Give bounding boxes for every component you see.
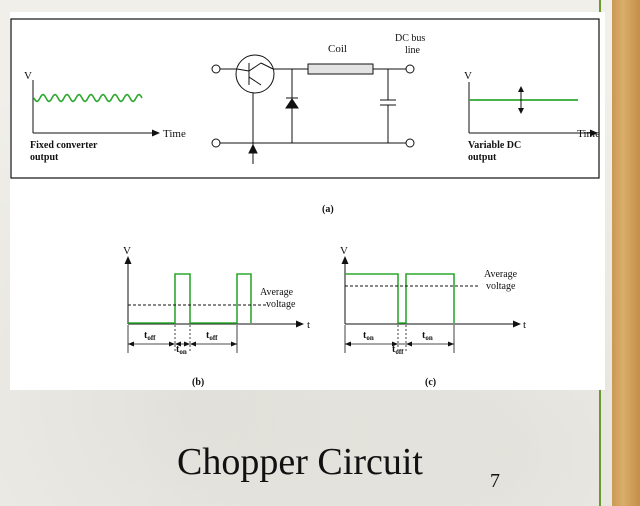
output-caption-line1: Variable DC bbox=[468, 140, 521, 151]
chopper-diagram: V Time Fixed converter output bbox=[10, 18, 600, 388]
transistor-symbol bbox=[235, 54, 275, 94]
slide-title: Chopper Circuit bbox=[177, 441, 423, 483]
chopper-circuit bbox=[211, 54, 415, 164]
waveform-c: V t Average voltage ton toff ton (c) bbox=[340, 245, 526, 388]
time-label-right: Time bbox=[577, 128, 600, 140]
accent-line-mask bbox=[597, 12, 605, 390]
dc-bus-terminal-top bbox=[405, 64, 415, 74]
time-label-left: Time bbox=[163, 128, 186, 140]
b-pulse-waveform bbox=[128, 273, 252, 324]
b-t-off-2: toff bbox=[206, 330, 218, 342]
c-average-label-1: Average bbox=[484, 269, 518, 280]
b-t-label: t bbox=[307, 319, 310, 331]
gate-drive-arrow bbox=[248, 143, 258, 154]
c-average-label-2: voltage bbox=[486, 281, 516, 292]
dc-bus-terminal-bottom bbox=[405, 138, 415, 148]
figure-a-frame bbox=[10, 18, 600, 179]
time-arrow-left bbox=[152, 129, 160, 137]
c-t-on-1: ton bbox=[363, 330, 374, 342]
coil-inductor bbox=[307, 63, 374, 75]
figure-c-label: (c) bbox=[425, 377, 436, 388]
output-caption-line2: output bbox=[468, 152, 497, 163]
coil-label: Coil bbox=[328, 43, 347, 55]
chopper-figure-panel: V Time Fixed converter output bbox=[10, 12, 600, 390]
b-t-off-1: toff bbox=[144, 330, 156, 342]
dc-bus-label-line2: line bbox=[405, 45, 421, 56]
c-t-on-2: ton bbox=[422, 330, 433, 342]
figure-b-label: (b) bbox=[192, 377, 204, 388]
output-waveform-graph: V Time Variable DC output bbox=[464, 70, 600, 163]
input-ripple-waveform bbox=[33, 93, 143, 103]
c-pulse-waveform bbox=[345, 273, 455, 324]
input-terminal-bottom bbox=[211, 138, 221, 148]
c-v-label: V bbox=[340, 245, 348, 257]
c-t-label: t bbox=[523, 319, 526, 331]
v-label-right: V bbox=[464, 70, 472, 82]
figure-a-label: (a) bbox=[322, 204, 334, 215]
dc-bus-label-line1: DC bus bbox=[395, 33, 425, 44]
b-v-label: V bbox=[123, 245, 131, 257]
slide-number: 7 bbox=[490, 470, 500, 492]
b-t-on: ton bbox=[176, 344, 187, 356]
input-terminal-top bbox=[211, 64, 221, 74]
b-average-label-1: Average bbox=[260, 287, 294, 298]
freewheel-diode bbox=[285, 98, 299, 109]
c-t-off: toff bbox=[392, 344, 404, 356]
waveform-b: V t Average voltage toff ton toff (b) bbox=[123, 245, 310, 388]
input-caption-line2: output bbox=[30, 152, 59, 163]
input-caption-line1: Fixed converter bbox=[30, 140, 98, 151]
v-label-left: V bbox=[24, 70, 32, 82]
decorative-wood-strip bbox=[612, 0, 640, 506]
b-average-label-2: voltage bbox=[266, 299, 296, 310]
input-waveform-graph: V Time Fixed converter output bbox=[24, 70, 186, 163]
